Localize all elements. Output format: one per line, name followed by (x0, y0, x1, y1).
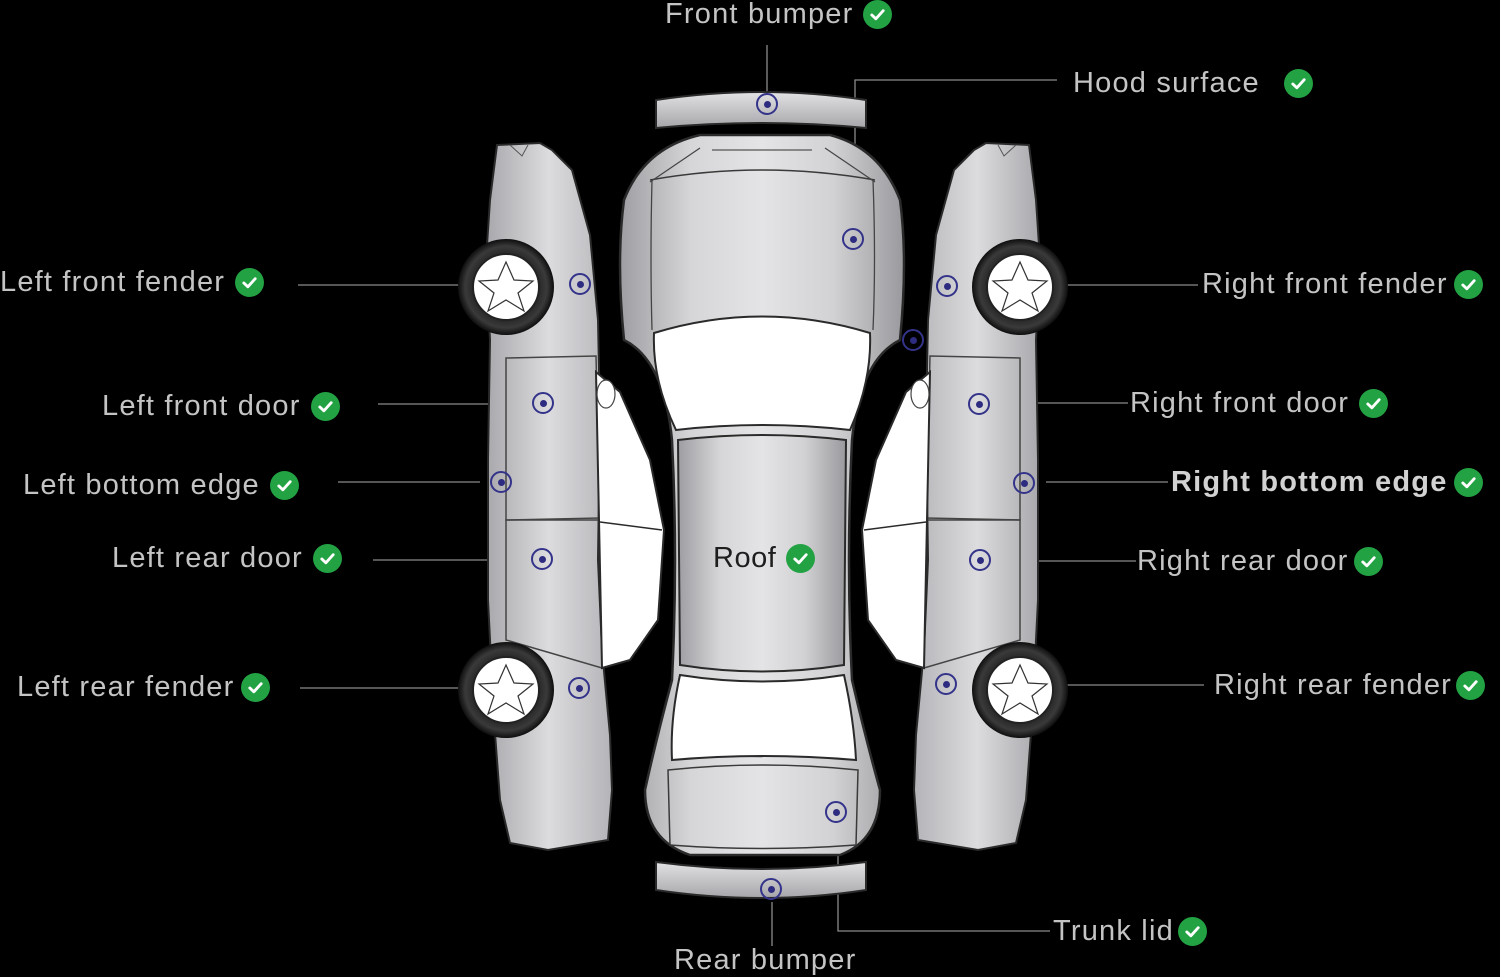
check-circle-icon (310, 392, 340, 421)
right-rear-door-label[interactable]: Right rear door (1137, 545, 1384, 577)
check-circle-icon (1177, 917, 1207, 946)
trunk-lid-text: Trunk lid (1053, 915, 1174, 947)
left-front-door-text: Left front door (102, 390, 301, 422)
left-rear-door-text: Left rear door (112, 542, 303, 574)
right-rear-fender-label[interactable]: Right rear fender (1214, 669, 1486, 701)
check-circle-icon (269, 471, 299, 500)
right-bottom-edge-label[interactable]: Right bottom edge (1171, 468, 1483, 497)
front-bumper-text: Front bumper (665, 0, 854, 30)
right-rear-door-text: Right rear door (1137, 545, 1349, 577)
right-front-fender-text: Right front fender (1202, 268, 1448, 300)
check-circle-icon (1456, 671, 1486, 700)
check-circle-icon (235, 268, 265, 297)
right-front-fender-label[interactable]: Right front fender (1202, 270, 1483, 299)
check-circle-icon (1283, 69, 1313, 98)
left-front-fender-label[interactable]: Left front fender (0, 266, 265, 298)
left-bottom-edge-text: Left bottom edge (23, 469, 260, 501)
rear-bumper-label[interactable]: Rear bumper (674, 946, 856, 975)
left-front-door-point-icon[interactable] (532, 392, 554, 414)
left-rear-fender-point-icon[interactable] (568, 677, 590, 699)
left-bottom-edge-point-icon[interactable] (490, 471, 512, 493)
roof-label[interactable]: Roof (713, 542, 816, 574)
check-circle-icon (786, 544, 816, 573)
left-rear-door-point-icon[interactable] (531, 548, 553, 570)
right-front-door-label[interactable]: Right front door (1130, 387, 1389, 419)
left-front-door-label[interactable]: Left front door (102, 392, 340, 421)
hood-surface-text: Hood surface (1073, 67, 1260, 99)
check-circle-icon (1453, 270, 1483, 299)
check-circle-icon (312, 544, 342, 573)
trunk-lid-point-icon[interactable] (825, 801, 847, 823)
left-bottom-edge-label[interactable]: Left bottom edge (23, 471, 299, 500)
windshield-point-icon[interactable] (902, 329, 924, 351)
right-bottom-edge-text: Right bottom edge (1171, 466, 1448, 498)
rear-bumper-text: Rear bumper (674, 944, 857, 976)
right-front-fender-point-icon[interactable] (936, 275, 958, 297)
check-circle-icon (1453, 468, 1483, 497)
check-circle-icon (240, 673, 270, 702)
right-rear-fender-point-icon[interactable] (935, 673, 957, 695)
front-bumper-label[interactable]: Front bumper (665, 0, 893, 30)
hood-surface-label[interactable]: Hood surface (1073, 69, 1313, 98)
hood-surface-point-icon[interactable] (842, 228, 864, 250)
right-rear-fender-text: Right rear fender (1214, 669, 1453, 701)
right-rear-door-point-icon[interactable] (969, 549, 991, 571)
check-circle-icon (863, 0, 893, 29)
left-front-fender-point-icon[interactable] (569, 273, 591, 295)
left-rear-door-label[interactable]: Left rear door (112, 544, 342, 573)
roof-text: Roof (713, 542, 777, 574)
left-front-fender-text: Left front fender (0, 266, 226, 298)
front-bumper-point-icon[interactable] (756, 93, 778, 115)
right-front-door-text: Right front door (1130, 387, 1350, 419)
trunk-lid-label[interactable]: Trunk lid (1053, 917, 1207, 946)
rear-bumper-point-icon[interactable] (760, 878, 782, 900)
left-rear-fender-text: Left rear fender (17, 671, 235, 703)
check-circle-icon (1354, 547, 1384, 576)
left-rear-fender-label[interactable]: Left rear fender (17, 673, 270, 702)
right-bottom-edge-point-icon[interactable] (1013, 472, 1035, 494)
check-circle-icon (1359, 389, 1389, 418)
left-side-panel (458, 141, 666, 852)
rear-bumper-part (655, 860, 867, 899)
car-body-top (618, 133, 906, 857)
right-front-door-point-icon[interactable] (968, 393, 990, 415)
